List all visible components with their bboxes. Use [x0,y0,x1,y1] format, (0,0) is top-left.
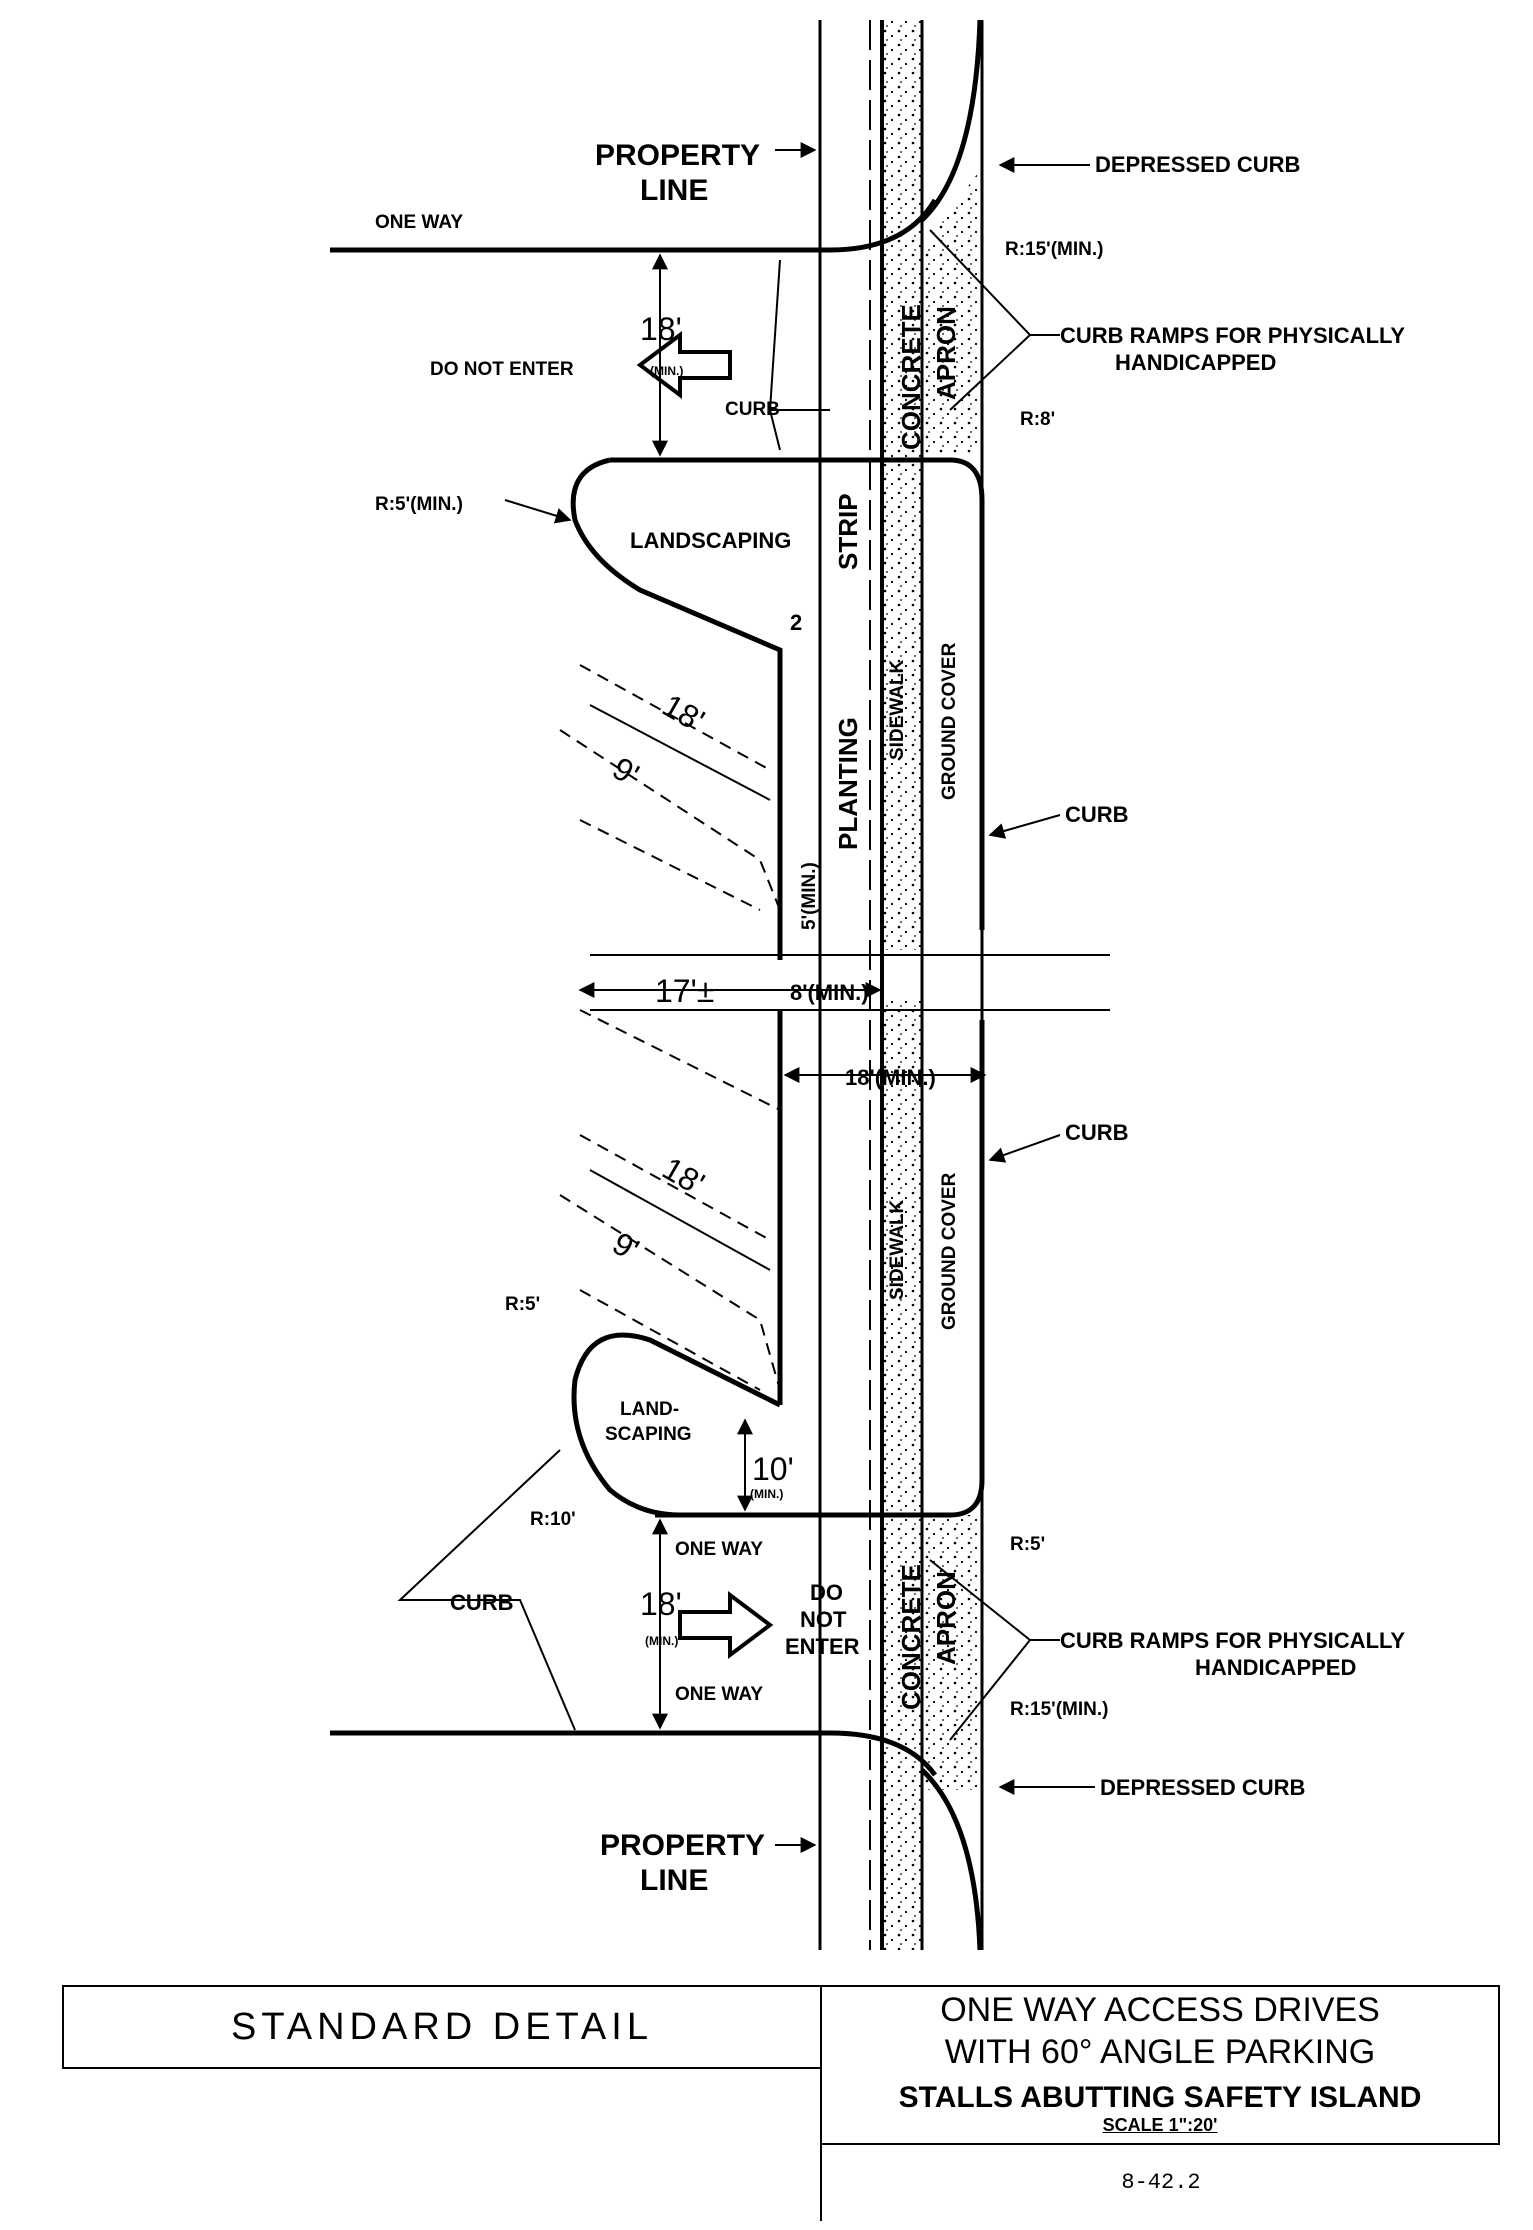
curb-upper-label: CURB [725,399,780,420]
dim-18-bottom-min-tag: (MIN.) [645,1634,678,1648]
r8-top-label: R:8' [1020,409,1055,430]
dim-10-min-tag: (MIN.) [750,1487,783,1501]
ground-cover-top-label: GROUND COVER [939,642,960,800]
do-not-enter-top-label: DO NOT ENTER [430,359,574,380]
depressed-curb-top-label: DEPRESSED CURB [1095,152,1300,177]
sidewalk-top-label: SIDEWALK [887,659,908,760]
lower-stall-dashed [559,1009,781,1391]
dim-10-label: 10' [752,1451,794,1487]
drawing-number: 8-42.2 [820,2143,1500,2221]
r5-right-lower-label: R:5' [1010,1534,1045,1555]
title-line-2: WITH 60° ANGLE PARKING [944,2033,1376,2071]
lower-stall-dim [589,1169,771,1271]
leader-curb-ramps-top [929,229,1060,411]
scale-label: SCALE 1":20' [1102,2115,1218,2135]
lower-landscaping [571,1332,782,1518]
leader-r5min [504,499,572,524]
depressed-curb-top-arc [920,19,983,222]
strip-label: STRIP [833,493,863,570]
one-way-lower-label: ONE WAY [675,1539,763,1560]
upper-landscaping [570,457,783,960]
leader-curb-right-upper [988,814,1061,839]
depressed-curb-bottom-label: DEPRESSED CURB [1100,1775,1305,1800]
dim-18-stall-lower-label: 18' [657,1150,711,1202]
leader-curb-right-lower [988,1134,1061,1163]
dim-18-walk-label: 18'(MIN.) [845,1065,936,1090]
apron-stipple-bottom [922,1515,982,1790]
title-block-left: STANDARD DETAIL [62,1985,822,2069]
dim-5min-label: 5'(MIN.) [799,862,820,930]
r15-bottom-label: R:15'(MIN.) [1010,1699,1108,1720]
one-way-top-label: ONE WAY [375,212,463,233]
property-line-bottom-label-2: LINE [640,1864,708,1897]
upper-stall-dashed [559,664,781,911]
r5-lower-label: R:5' [505,1294,540,1315]
land-scaping-label-1: LAND- [620,1399,679,1420]
sidewalk-bottom-label: SIDEWALK [887,1199,908,1300]
dim-17-label: 17'± [655,973,714,1009]
concrete-apron-bottom-label-1: CONCRETE [896,1564,926,1710]
dim-18-top-min-tag: (MIN.) [650,364,683,378]
depressed-curb-bottom-arc [920,1768,983,1951]
left-arrow-do-not-enter [636,331,732,399]
concrete-apron-bottom-label-2: APRON [931,1571,961,1665]
title-line-3: STALLS ABUTTING SAFETY ISLAND [898,2081,1422,2114]
curb-ramps-top-label-2: HANDICAPPED [1115,350,1276,375]
r5min-label: R:5'(MIN.) [375,494,463,515]
land-scaping-label-2: SCAPING [605,1424,692,1445]
property-line-bottom-label-1: PROPERTY [600,1829,765,1862]
sidewalk-stipple-bottom [882,1000,922,1950]
dim-9-upper-label: 9' [607,750,646,793]
ground-cover-bottom-label: GROUND COVER [939,1172,960,1330]
dim-2-label: 2 [790,610,802,635]
concrete-apron-top-label-2: APRON [931,306,961,400]
r10-label: R:10' [530,1509,576,1530]
leader-curb-ramps-bottom [929,1559,1060,1741]
upper-island-outline [610,457,985,930]
planting-label: PLANTING [833,717,863,850]
do-not-enter-bottom-label-3: ENTER [785,1634,860,1659]
dim-18-top-label: 18' [640,311,682,347]
leader-curb-lower [397,1449,576,1731]
title-block-right: ONE WAY ACCESS DRIVES WITH 60° ANGLE PAR… [820,1985,1500,2145]
do-not-enter-bottom-label-2: NOT [800,1607,847,1632]
curb-right-upper-label: CURB [1065,802,1129,827]
title-line-1: ONE WAY ACCESS DRIVES [940,1991,1380,2029]
do-not-enter-bottom-label-1: DO [810,1580,843,1605]
curb-right-lower-label: CURB [1065,1120,1129,1145]
concrete-apron-top-label-1: CONCRETE [896,304,926,450]
one-way-bottom-label: ONE WAY [675,1684,763,1705]
dim-9-lower-label: 9' [607,1225,646,1268]
curb-ramps-bottom-label-2: HANDICAPPED [1195,1655,1356,1680]
leader-curb-upper [768,259,830,451]
right-arrow-one-way [678,1591,774,1659]
dim-18-stall-upper-label: 18' [657,687,711,739]
dim-8-label: 8'(MIN.) [790,980,869,1005]
curb-lower-label: CURB [450,1590,514,1615]
curb-ramps-bottom-label-1: CURB RAMPS FOR PHYSICALLY [1060,1628,1405,1653]
lower-island-outline [655,1020,985,1518]
property-line-top-label-2: LINE [640,174,708,207]
sidewalk-stipple-top [882,20,922,950]
landscaping-label: LANDSCAPING [630,528,791,553]
standard-detail-label: STANDARD DETAIL [231,2005,653,2048]
property-line-top-label-1: PROPERTY [595,139,760,172]
apron-stipple-top [922,170,982,455]
curb-ramps-top-label-1: CURB RAMPS FOR PHYSICALLY [1060,323,1405,348]
street-edge-bottom [330,1730,938,1777]
dim-18-bottom-label: 18' [640,1586,682,1622]
upper-stall-dim [589,704,771,801]
r15-top-label: R:15'(MIN.) [1005,239,1103,260]
